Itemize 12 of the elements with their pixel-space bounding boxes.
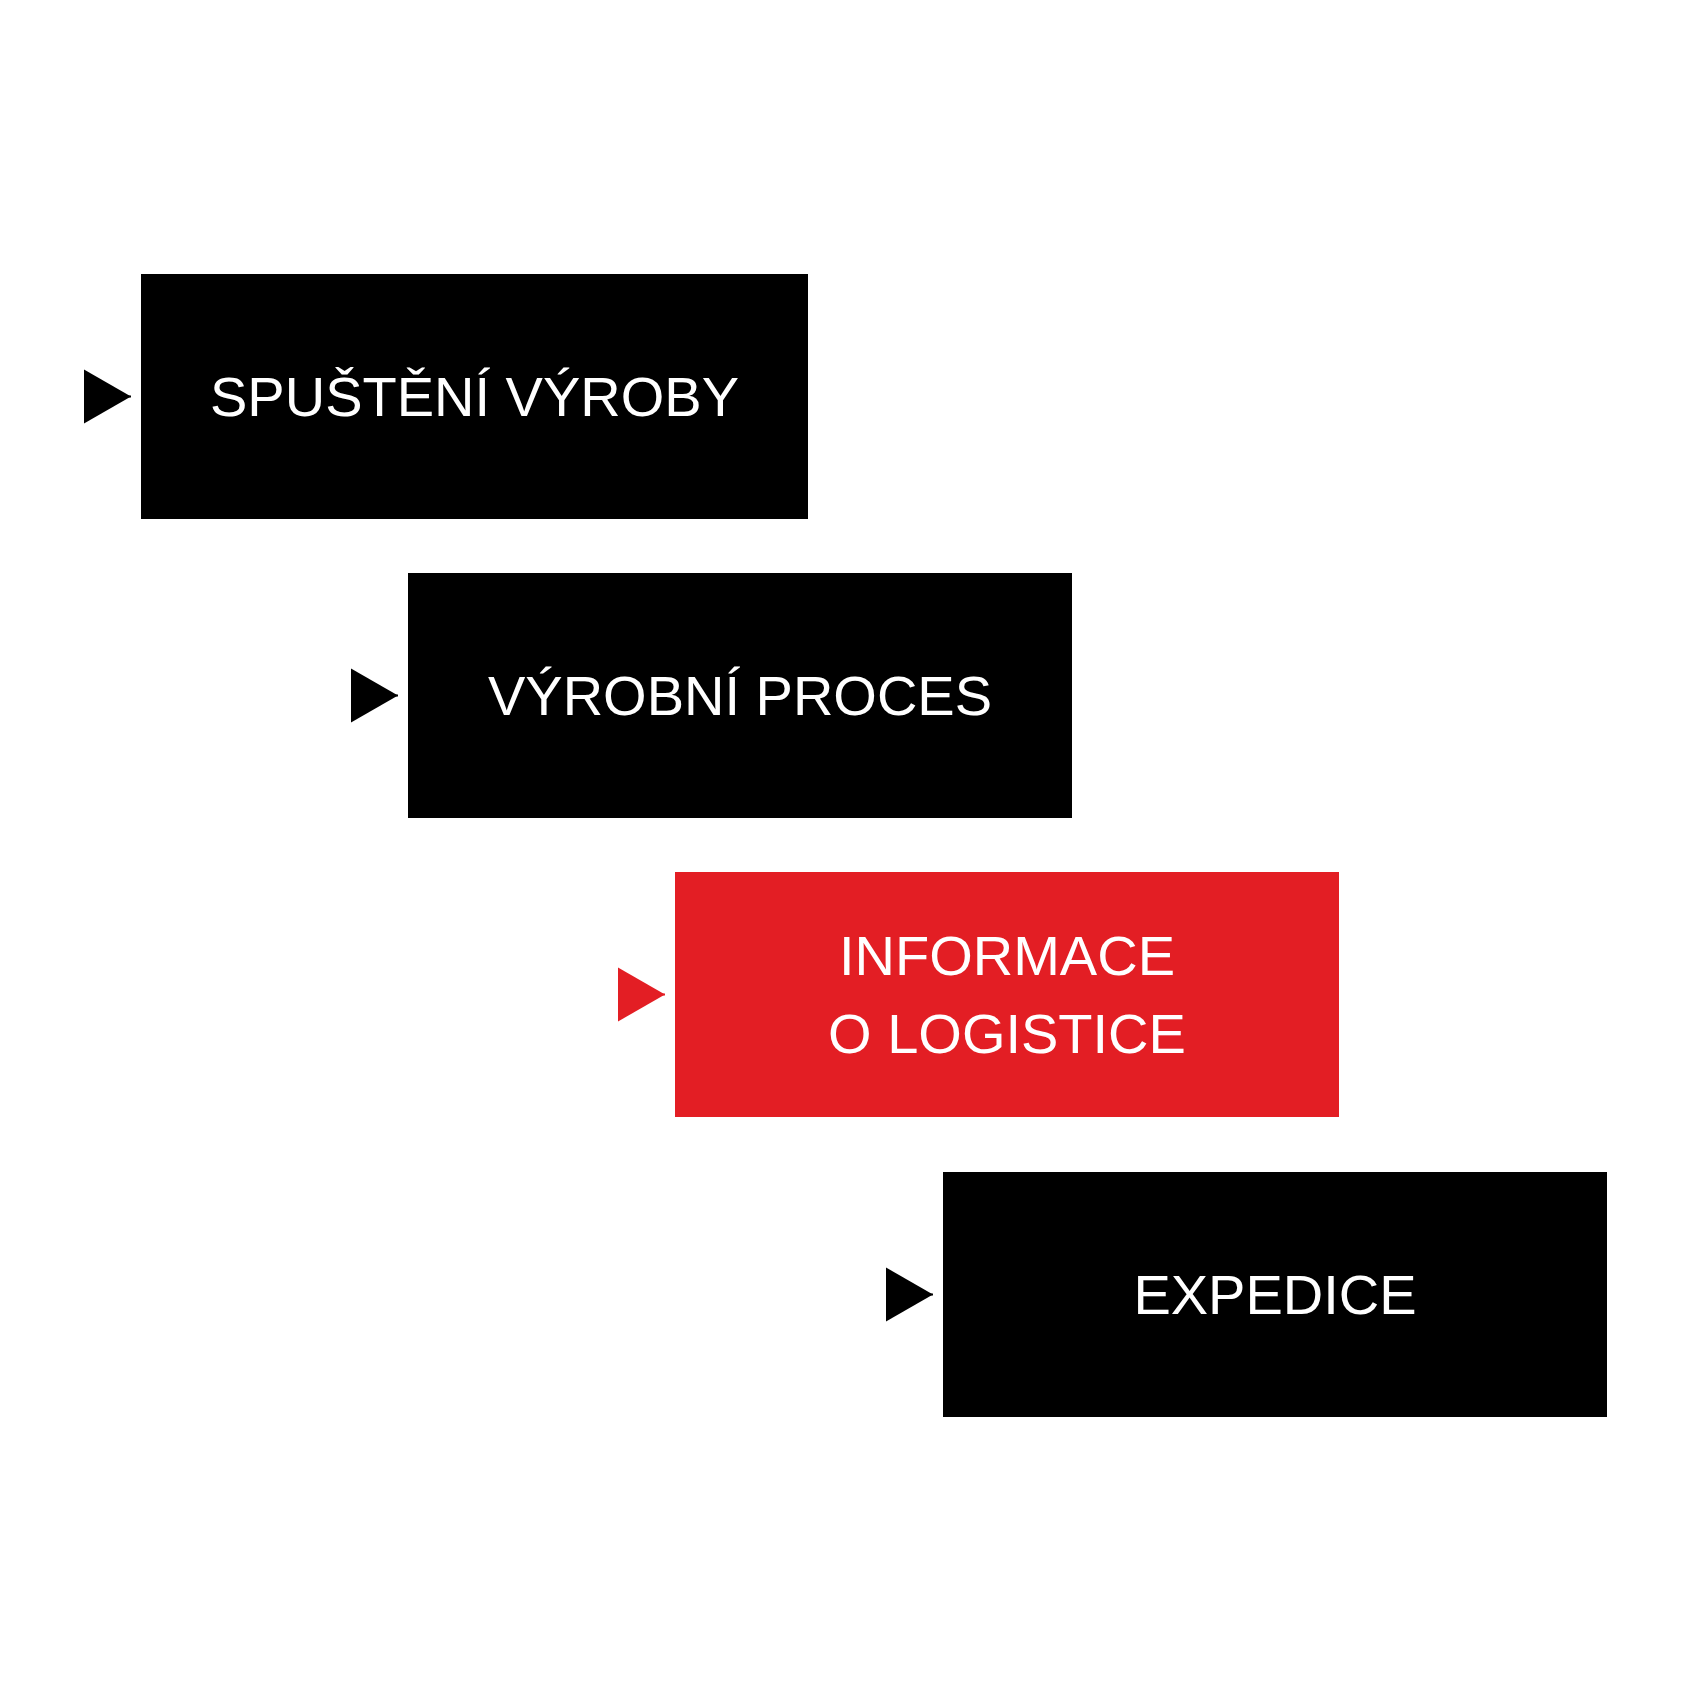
arrowhead xyxy=(617,967,666,1022)
box-label: INFORMACE O LOGISTICE xyxy=(827,922,1187,1067)
process-box xyxy=(408,573,1072,818)
arrowhead xyxy=(885,1267,934,1322)
process-box xyxy=(675,872,1339,1117)
box-label: SPUŠTĚNÍ VÝROBY xyxy=(210,363,739,430)
box-label: VÝROBNÍ PROCES xyxy=(487,662,993,729)
arrowhead xyxy=(83,369,132,424)
box-label: EXPEDICE xyxy=(1133,1261,1417,1328)
process-box xyxy=(141,274,808,519)
process-box xyxy=(943,1172,1607,1417)
arrowhead xyxy=(350,668,399,723)
